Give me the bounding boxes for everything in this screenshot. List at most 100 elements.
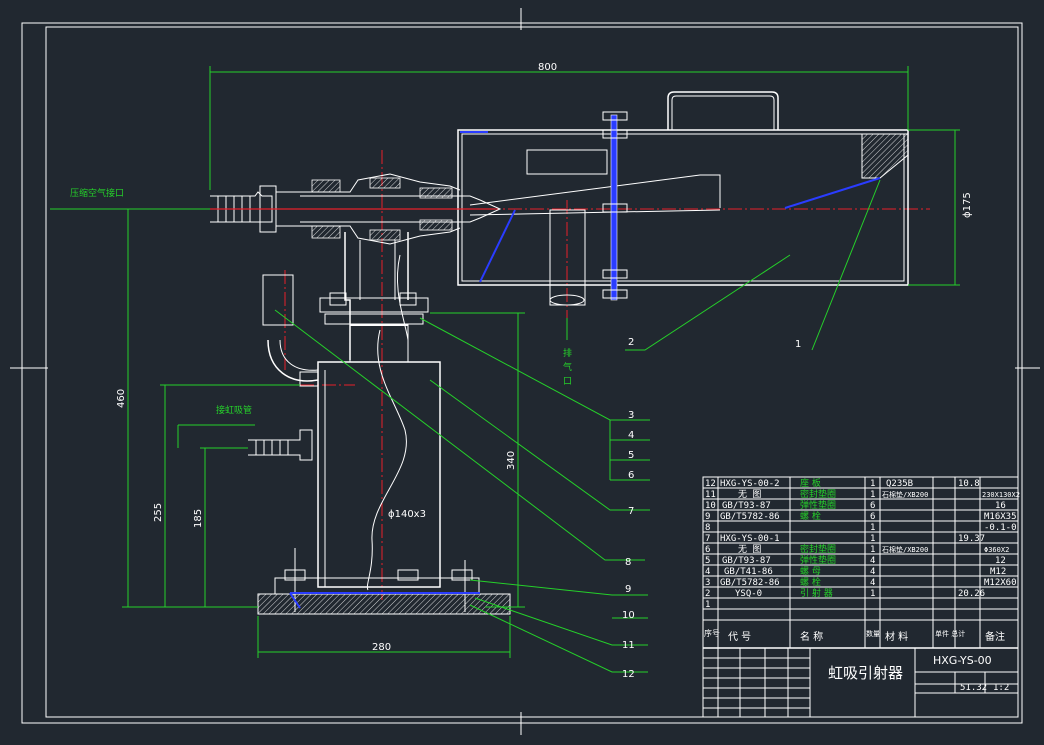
table-row: 1 (705, 600, 710, 610)
air-inlet-assembly (210, 173, 502, 245)
svg-text:-0.1-0: -0.1-0 (984, 523, 1017, 533)
svg-text:4: 4 (870, 578, 875, 588)
svg-text:1: 1 (870, 479, 875, 489)
table-row: 12 HXG-YS-00-2 座 板 1 Q235B 10.8 (705, 477, 980, 489)
svg-text:座 板: 座 板 (800, 477, 821, 489)
svg-text:20.26: 20.26 (958, 589, 985, 599)
svg-text:石棉垫/XB200: 石棉垫/XB200 (882, 545, 928, 554)
svg-text:1: 1 (870, 523, 875, 533)
svg-text:数量: 数量 (866, 629, 880, 638)
label-exhaust-1: 排 (563, 347, 572, 359)
svg-text:6: 6 (705, 545, 710, 555)
dim-overall-length: 800 (538, 62, 557, 73)
dimension-lines (50, 66, 960, 658)
balloon-1: 1 (795, 339, 801, 350)
balloon-7: 7 (628, 506, 634, 517)
svg-text:GB/T5782-86: GB/T5782-86 (720, 512, 780, 522)
table-row: 2 YSQ-0 引 射 器 1 20.26 (705, 587, 985, 599)
drawing-weight: 51.32 (960, 683, 987, 693)
balloon-3: 3 (628, 410, 634, 421)
svg-text:备注: 备注 (985, 630, 1005, 643)
table-row: 6 无 图 密封垫圈 1 石棉垫/XB200 Φ360X2 (705, 543, 1009, 555)
svg-text:密封垫圈: 密封垫圈 (800, 543, 836, 555)
balloon-4: 4 (628, 430, 634, 441)
svg-text:8: 8 (705, 523, 710, 533)
svg-text:GB/T5782-86: GB/T5782-86 (720, 578, 780, 588)
svg-text:密封垫圈: 密封垫圈 (800, 488, 836, 500)
dim-base-width: 280 (372, 642, 391, 653)
dim-outlet-dia: ϕ175 (962, 192, 973, 218)
dim-height-460: 460 (116, 389, 127, 408)
svg-text:1: 1 (870, 490, 875, 500)
dim-height-340: 340 (506, 451, 517, 470)
vertical-pipe (319, 232, 429, 362)
table-row: 8 1 -0.1-0 (705, 523, 1017, 533)
svg-text:1: 1 (870, 545, 875, 555)
svg-text:HXG-YS-00-2: HXG-YS-00-2 (720, 479, 780, 489)
svg-text:Φ360X2: Φ360X2 (984, 546, 1009, 554)
svg-text:代 号: 代 号 (728, 631, 751, 643)
svg-text:7: 7 (705, 534, 710, 544)
parts-table: 12 HXG-YS-00-2 座 板 1 Q235B 10.8 11 无 图 密… (704, 477, 1020, 643)
table-row: 11 无 图 密封垫圈 1 石棉垫/XB200 230X130X2 (705, 488, 1020, 500)
ejector-body (457, 91, 909, 306)
svg-text:10: 10 (705, 501, 716, 511)
svg-text:4: 4 (870, 556, 875, 566)
svg-text:Q235B: Q235B (886, 479, 913, 489)
main-cylinder (248, 254, 441, 591)
svg-text:HXG-YS-00-1: HXG-YS-00-1 (720, 534, 780, 544)
svg-text:序号: 序号 (704, 628, 720, 638)
inner-frame (45, 26, 1019, 718)
table-row: 5 GB/T93-87 弹性垫圈 4 12 (705, 554, 1006, 566)
svg-text:12: 12 (705, 479, 716, 489)
table-row: 9 GB/T5782-86 螺 栓 6 M16X35 (705, 510, 1017, 522)
balloon-2: 2 (628, 337, 634, 348)
svg-text:引 射 器: 引 射 器 (800, 587, 833, 599)
svg-text:无 图: 无 图 (738, 544, 761, 555)
svg-text:弹性垫圈: 弹性垫圈 (800, 554, 836, 566)
drawing-scale: 1:2 (993, 683, 1009, 693)
drawing-name: 虹吸引射器 (828, 664, 903, 682)
svg-text:GB/T93-87: GB/T93-87 (722, 501, 771, 511)
svg-text:12: 12 (995, 556, 1006, 566)
dim-pipe-dia: ϕ140x3 (388, 509, 426, 520)
svg-text:1: 1 (705, 600, 710, 610)
balloon-12: 12 (622, 669, 635, 680)
svg-text:1: 1 (870, 534, 875, 544)
balloon-11: 11 (622, 640, 635, 651)
balloon-5: 5 (628, 450, 634, 461)
outer-frame (21, 22, 1023, 724)
svg-text:4: 4 (705, 567, 710, 577)
drawing-code: HXG-YS-00 (933, 654, 992, 667)
svg-text:YSQ-0: YSQ-0 (735, 589, 762, 599)
svg-text:10.8: 10.8 (958, 479, 980, 489)
svg-text:1: 1 (870, 589, 875, 599)
svg-text:石棉垫/XB200: 石棉垫/XB200 (882, 490, 928, 499)
dim-height-185: 185 (193, 509, 204, 528)
svg-text:螺 栓: 螺 栓 (800, 576, 821, 588)
table-row: 3 GB/T5782-86 螺 栓 4 M12X60 (705, 576, 1017, 588)
label-exhaust-2: 气 (563, 361, 572, 373)
balloon-8: 8 (625, 557, 631, 568)
table-header: 序号 代 号 名 称 数量 材 料 单件 总计 备注 (704, 628, 1005, 643)
svg-text:9: 9 (705, 512, 710, 522)
balloon-9: 9 (625, 584, 631, 595)
svg-text:材 料: 材 料 (885, 630, 908, 643)
svg-text:4: 4 (870, 567, 875, 577)
balloon-6: 6 (628, 470, 634, 481)
svg-text:弹性垫圈: 弹性垫圈 (800, 499, 836, 511)
title-block-grid (702, 476, 1019, 718)
svg-text:M16X35: M16X35 (984, 512, 1017, 522)
svg-text:GB/T93-87: GB/T93-87 (722, 556, 771, 566)
svg-text:16: 16 (995, 501, 1006, 511)
base-plate (257, 548, 511, 615)
svg-text:名 称: 名 称 (800, 630, 823, 643)
label-air-inlet: 压缩空气接口 (70, 187, 124, 199)
svg-text:无 图: 无 图 (738, 489, 761, 500)
leader-lines (274, 179, 881, 673)
svg-text:19.37: 19.37 (958, 534, 985, 544)
svg-text:螺 栓: 螺 栓 (800, 510, 821, 522)
svg-text:230X130X2: 230X130X2 (982, 491, 1020, 499)
dim-height-255: 255 (153, 503, 164, 522)
svg-text:6: 6 (870, 501, 875, 511)
